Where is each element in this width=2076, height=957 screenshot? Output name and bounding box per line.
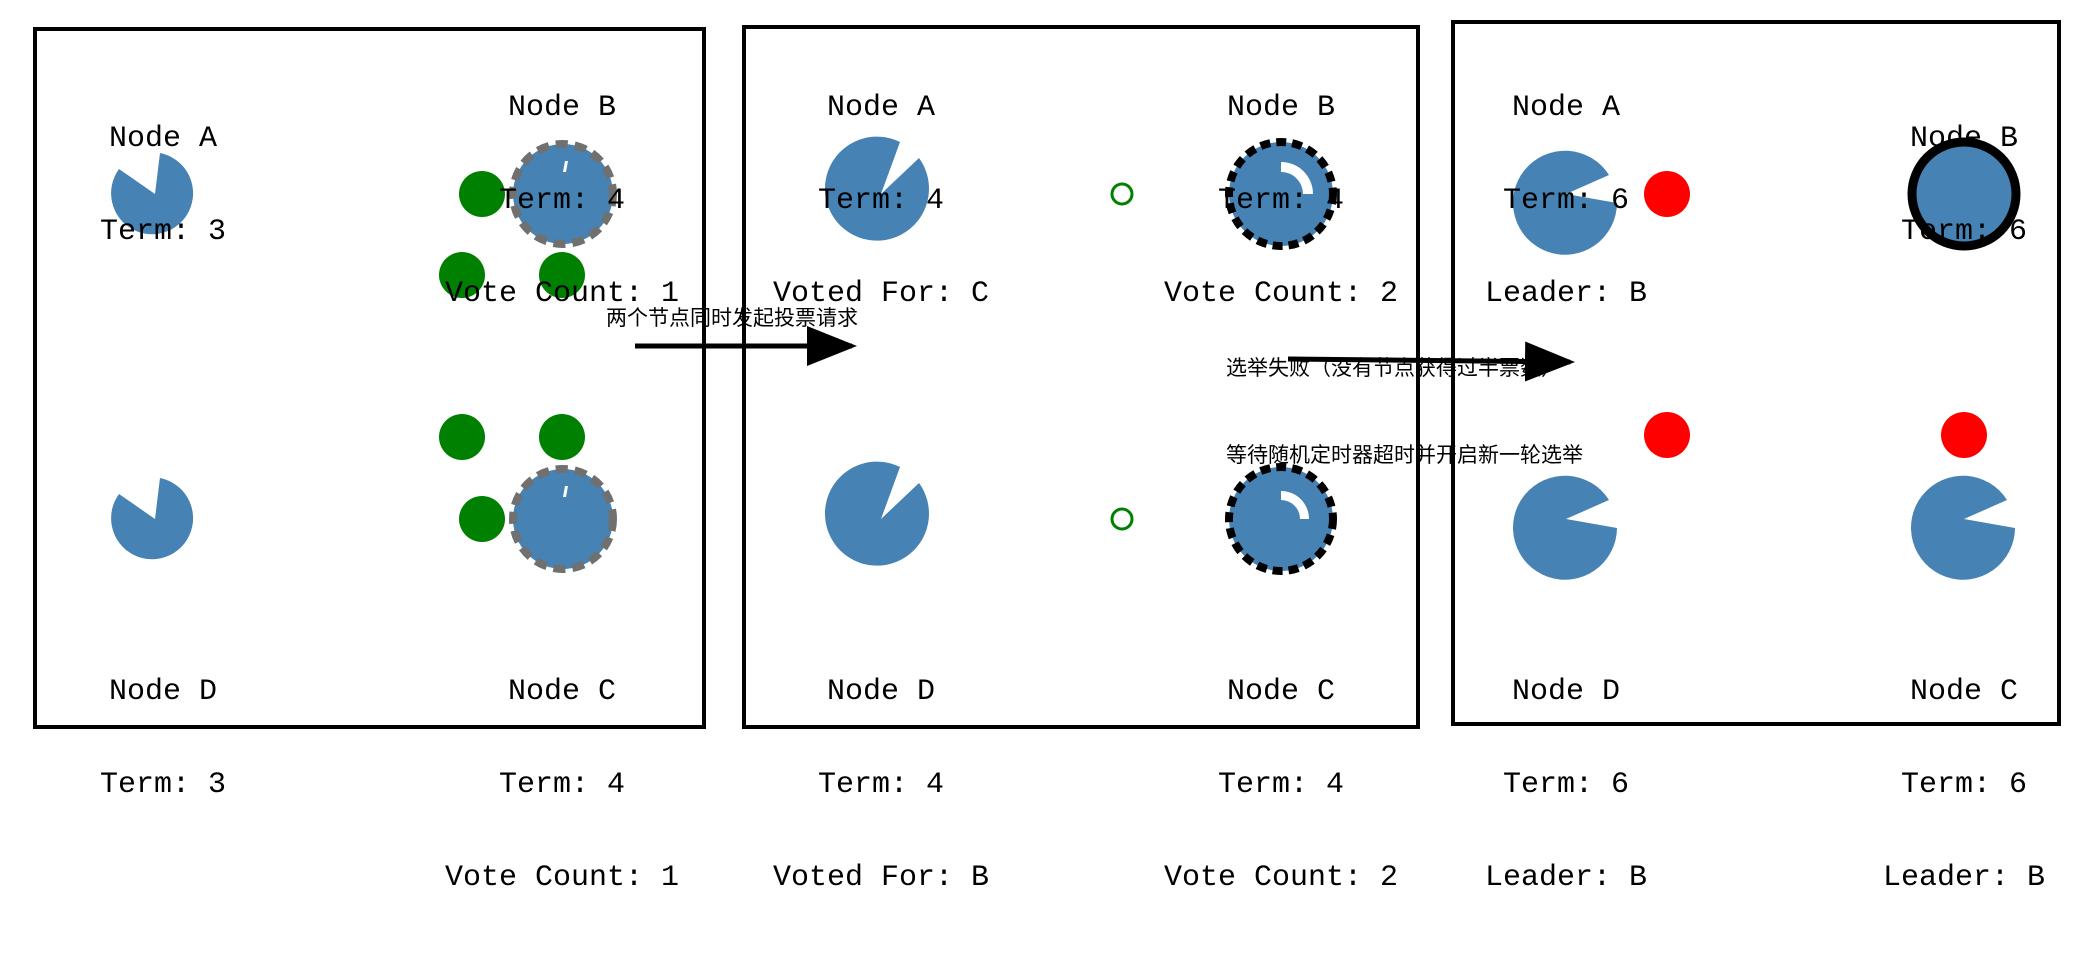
panel-1	[33, 27, 706, 729]
vote-request-dot	[539, 252, 585, 298]
node-vote-count: Vote Count: 2	[1163, 277, 1399, 311]
node-term: Term: 6	[1900, 215, 2028, 249]
step-2-line-2: 等待随机定时器超时并开启新一轮选举	[1226, 443, 1583, 467]
node-term: Term: 4	[817, 184, 945, 218]
node-d-circle	[1513, 475, 1617, 580]
vote-request-ring	[1110, 507, 1134, 531]
step-2-line-1: 选举失败（没有节点获得过半票数）	[1226, 356, 1562, 380]
vote-request-dot	[539, 414, 585, 460]
node-voted-for: Voted For: B	[772, 861, 990, 895]
panel-3	[1451, 20, 2061, 726]
node-leader: Leader: B	[1484, 277, 1648, 311]
node-b-label: Node B Term: 6	[1901, 62, 2027, 310]
node-vote-count: Vote Count: 1	[444, 277, 680, 311]
node-name: Node C	[1226, 675, 1336, 709]
node-term: Term: 4	[817, 768, 945, 802]
heartbeat-dot	[1941, 412, 1987, 458]
node-b-label: Node B Term: 4 Vote Count: 1	[445, 31, 679, 372]
node-name: Node B	[1909, 122, 2019, 156]
vote-request-dot	[459, 171, 505, 217]
heartbeat-dot	[1644, 171, 1690, 217]
node-voted-for: Voted For: C	[772, 277, 990, 311]
node-name: Node A	[108, 122, 218, 156]
node-d-circle	[111, 478, 194, 560]
node-a-circle	[111, 153, 194, 235]
node-term: Term: 4	[498, 184, 626, 218]
node-a-circle	[1513, 150, 1617, 255]
node-term: Term: 4	[1217, 768, 1345, 802]
node-name: Node A	[1511, 91, 1621, 125]
node-name: Node D	[108, 675, 218, 709]
node-leader: Leader: B	[1484, 861, 1648, 895]
node-d-label: Node D Term: 6 Leader: B	[1485, 615, 1647, 956]
node-term: Term: 3	[99, 768, 227, 802]
node-name: Node C	[1909, 675, 2019, 709]
node-vote-count: Vote Count: 1	[444, 861, 680, 895]
transition-arrow-2	[1287, 341, 1575, 382]
node-b-leader	[1907, 137, 2021, 251]
node-c-circle	[1911, 475, 2015, 580]
vote-request-dot	[439, 252, 485, 298]
node-a-circle	[824, 136, 929, 241]
vote-request-ring	[1110, 182, 1134, 206]
node-name: Node D	[1511, 675, 1621, 709]
node-d-label: Node D Term: 3	[100, 615, 226, 863]
node-d-label: Node D Term: 4 Voted For: B	[773, 615, 989, 956]
raft-election-diagram: Node A Term: 3 Node B Term: 4 Vote Count…	[33, 20, 2061, 894]
node-term: Term: 6	[1502, 768, 1630, 802]
node-vote-count: Vote Count: 2	[1163, 861, 1399, 895]
diagram-graphics	[111, 136, 2021, 580]
node-b-candidate	[509, 140, 617, 248]
node-c-candidate	[509, 465, 617, 573]
heartbeat-dot	[1644, 412, 1690, 458]
node-term: Term: 6	[1900, 768, 2028, 802]
node-term: Term: 4	[498, 768, 626, 802]
step-2-annotation: 选举失败（没有节点获得过半票数） 等待随机定时器超时并开启新一轮选举	[1226, 296, 1583, 528]
node-a-label: Node A Term: 4 Voted For: C	[773, 31, 989, 372]
node-term: Term: 6	[1502, 184, 1630, 218]
node-b-candidate	[1225, 138, 1337, 250]
node-leader: Leader: B	[1882, 861, 2046, 895]
vote-request-dot	[439, 414, 485, 460]
node-a-label: Node A Term: 6 Leader: B	[1485, 31, 1647, 372]
node-c-label: Node C Term: 4 Vote Count: 1	[445, 615, 679, 956]
node-term: Term: 3	[99, 215, 227, 249]
node-name: Node A	[826, 91, 936, 125]
node-term: Term: 4	[1217, 184, 1345, 218]
node-c-label: Node C Term: 6 Leader: B	[1883, 615, 2045, 956]
node-name: Node B	[1226, 91, 1336, 125]
node-a-label: Node A Term: 3	[100, 62, 226, 310]
vote-request-dot	[459, 496, 505, 542]
node-name: Node B	[507, 91, 617, 125]
node-name: Node C	[507, 675, 617, 709]
node-c-label: Node C Term: 4 Vote Count: 2	[1164, 615, 1398, 956]
node-d-circle	[824, 461, 929, 566]
step-1-annotation: 两个节点同时发起投票请求	[606, 306, 858, 330]
node-c-candidate	[1225, 463, 1337, 575]
node-b-label: Node B Term: 4 Vote Count: 2	[1164, 31, 1398, 372]
node-name: Node D	[826, 675, 936, 709]
panel-2	[742, 25, 1420, 729]
